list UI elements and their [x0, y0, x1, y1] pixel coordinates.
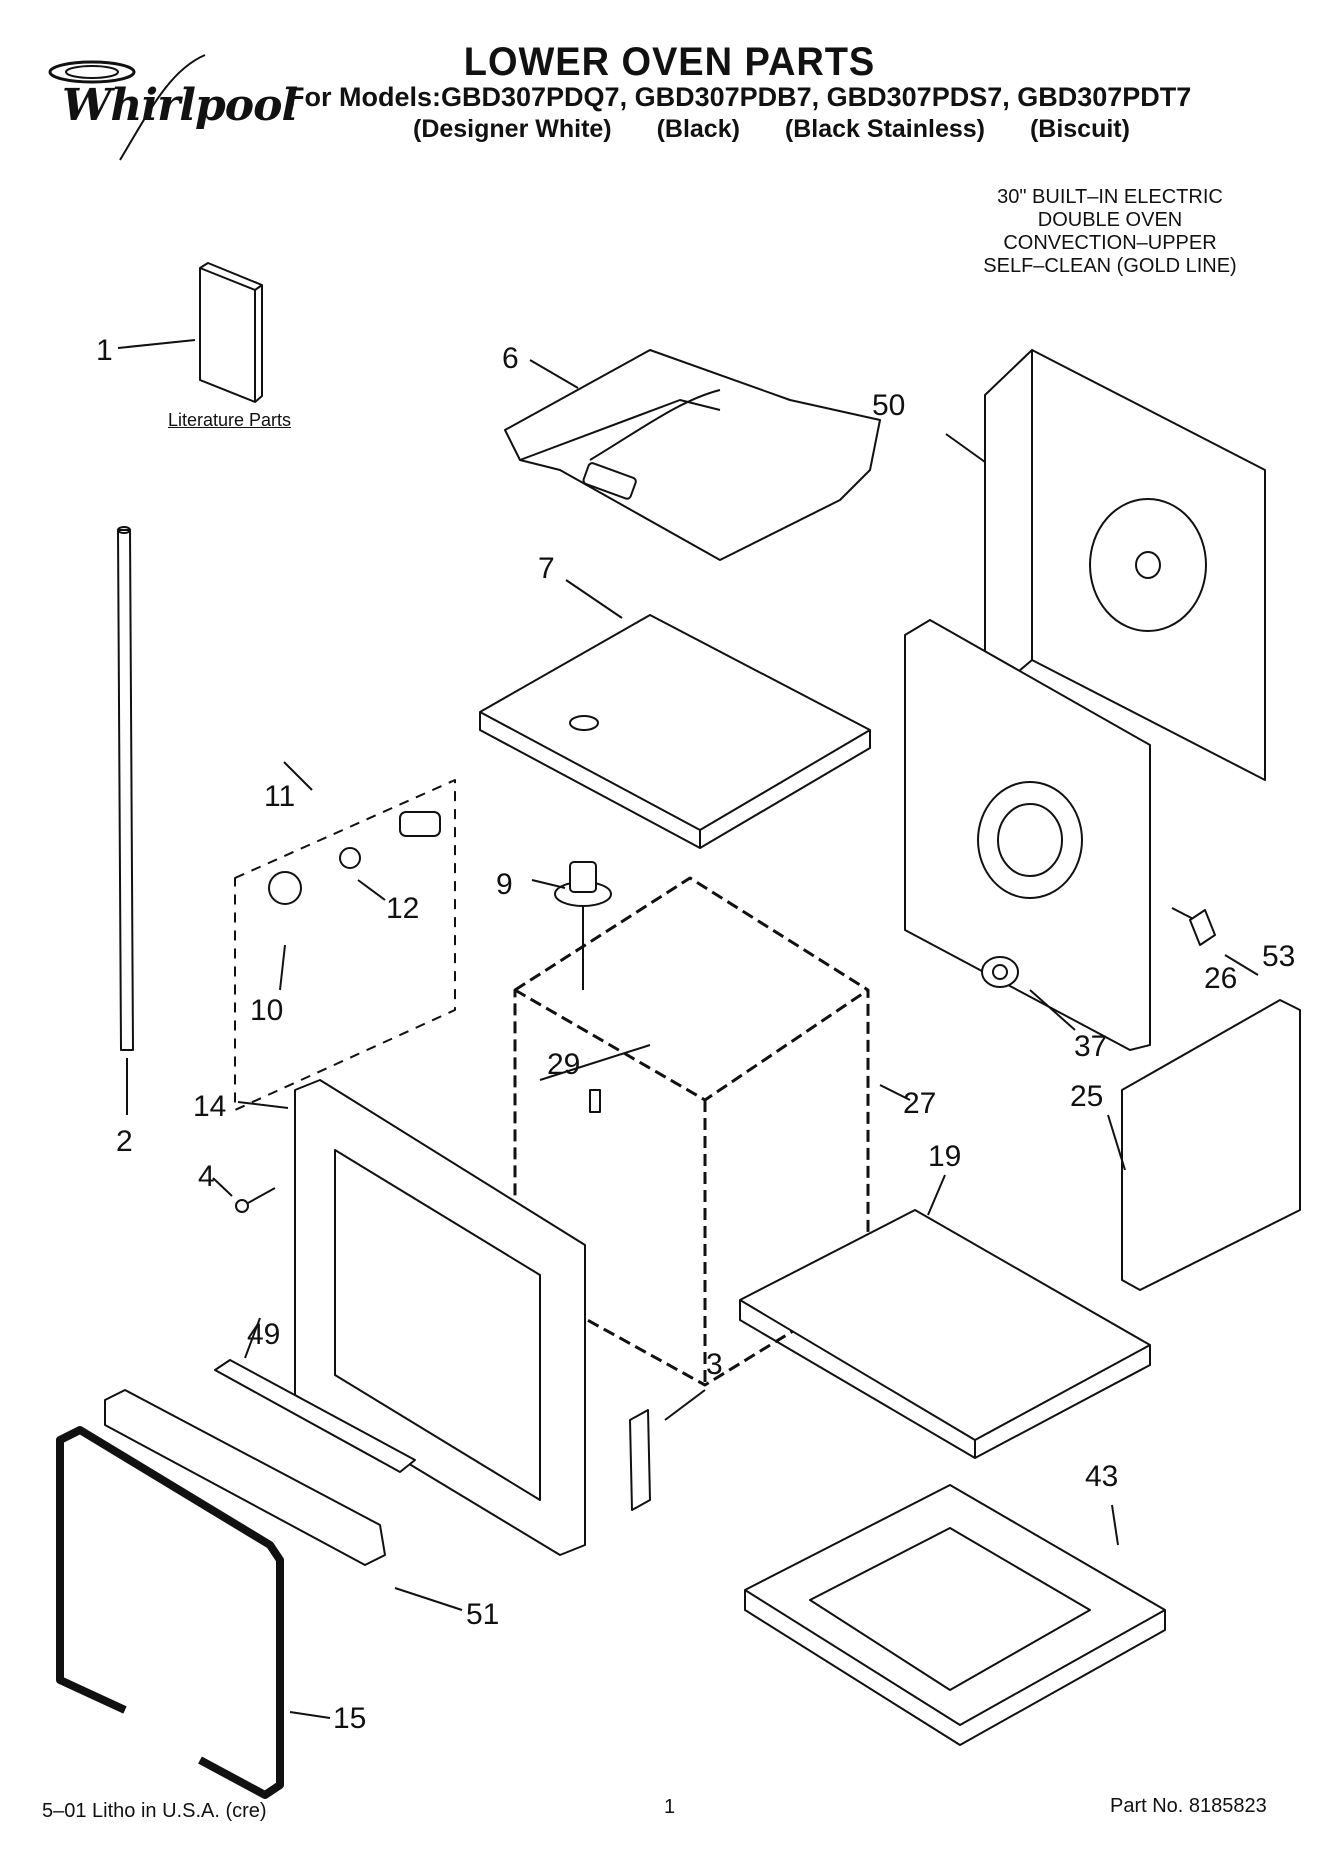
- product-description-line: 30" BUILT–IN ELECTRIC: [997, 186, 1223, 208]
- finish-black: (Black): [656, 115, 740, 143]
- light-assembly-group: [234, 779, 456, 1111]
- callout-49: 49: [247, 1318, 281, 1351]
- finish-black-stainless: (Black Stainless): [784, 115, 985, 143]
- callout-15: 15: [333, 1702, 367, 1735]
- leader-4: [212, 1177, 233, 1197]
- oven-bottom: [739, 1209, 1151, 1459]
- callout-6: 6: [502, 342, 519, 375]
- callout-11: 11: [264, 780, 296, 813]
- whirlpool-logo: Whirlpool: [62, 80, 298, 131]
- callout-3: 3: [706, 1348, 723, 1381]
- callout-7: 7: [538, 552, 555, 585]
- screw: [235, 1187, 276, 1213]
- callout-4: 4: [198, 1160, 215, 1193]
- leader-11: [283, 761, 313, 791]
- leader-9: [531, 879, 566, 889]
- leader-19: [927, 1174, 946, 1216]
- callout-10: 10: [250, 994, 284, 1027]
- product-description-line: SELF–CLEAN (GOLD LINE): [983, 255, 1237, 277]
- literature-booklet: [199, 262, 263, 403]
- leader-7: [565, 579, 623, 619]
- leader-12: [357, 879, 386, 901]
- footer-page-number: 1: [664, 1796, 676, 1818]
- callout-19: 19: [928, 1140, 962, 1173]
- front-frame: [294, 1079, 586, 1556]
- leader-3: [664, 1389, 706, 1421]
- callout-2: 2: [116, 1125, 133, 1158]
- oven-top-panel: [479, 614, 871, 849]
- leader-15: [289, 1711, 331, 1719]
- leader-25: [1107, 1114, 1126, 1171]
- convection-plate: [904, 619, 1151, 1051]
- page-title: LOWER OVEN PARTS: [463, 40, 876, 84]
- temperature-sensor: [554, 861, 612, 990]
- leader-51: [394, 1587, 463, 1611]
- clip-bracket: [1189, 909, 1216, 946]
- callout-26: 26: [1204, 962, 1238, 995]
- leader-37: [1029, 989, 1076, 1031]
- callout-53: 53: [1262, 940, 1296, 973]
- leader-10: [279, 944, 286, 991]
- footer-part-number: Part No. 8185823: [1110, 1795, 1267, 1817]
- leader-27: [879, 1084, 911, 1101]
- leader-14: [237, 1101, 289, 1109]
- finishes-line: (Designer White) (Black) (Black Stainles…: [413, 115, 1168, 144]
- callout-50: 50: [872, 389, 906, 422]
- product-description: 30" BUILT–IN ELECTRIC DOUBLE OVEN CONVEC…: [960, 186, 1260, 278]
- top-shield: [504, 349, 881, 561]
- callout-1: 1: [96, 334, 113, 367]
- callout-51: 51: [466, 1598, 500, 1631]
- side-bracket: [629, 1409, 651, 1511]
- footer-litho: 5–01 Litho in U.S.A. (cre): [42, 1800, 267, 1822]
- finish-biscuit: (Biscuit): [1029, 115, 1130, 143]
- callout-25: 25: [1070, 1080, 1104, 1113]
- leader-1: [117, 339, 196, 349]
- side-panel: [1121, 999, 1301, 1291]
- callout-14: 14: [193, 1090, 227, 1123]
- product-description-line: DOUBLE OVEN: [1037, 209, 1183, 231]
- product-description-line: CONVECTION–UPPER: [1003, 232, 1217, 254]
- callout-43: 43: [1085, 1460, 1119, 1493]
- rear-panel: [984, 349, 1266, 781]
- bottom-tray: [744, 1484, 1166, 1746]
- models-line: For Models:GBD307PDQ7, GBD307PDB7, GBD30…: [288, 82, 1192, 112]
- leader-43: [1111, 1504, 1119, 1546]
- callout-29: 29: [547, 1048, 581, 1081]
- thermal-switch: [981, 956, 1019, 988]
- bake-element: [539, 1044, 651, 1113]
- leader-6: [529, 359, 579, 389]
- literature-parts-label: Literature Parts: [168, 410, 292, 430]
- callout-37: 37: [1074, 1030, 1108, 1063]
- gasket-strip: [117, 526, 134, 1051]
- logo-swoosh: [48, 54, 206, 161]
- vent-grille: [104, 1389, 386, 1566]
- door-gasket: [56, 1426, 284, 1799]
- callout-12: 12: [386, 892, 420, 925]
- callout-9: 9: [496, 868, 513, 901]
- leader-49: [244, 1317, 261, 1359]
- finish-designer-white: (Designer White): [413, 115, 612, 143]
- leader-50: [945, 433, 986, 463]
- callout-27: 27: [903, 1087, 937, 1120]
- vent-trim: [214, 1359, 416, 1473]
- leader-53: [1224, 954, 1259, 976]
